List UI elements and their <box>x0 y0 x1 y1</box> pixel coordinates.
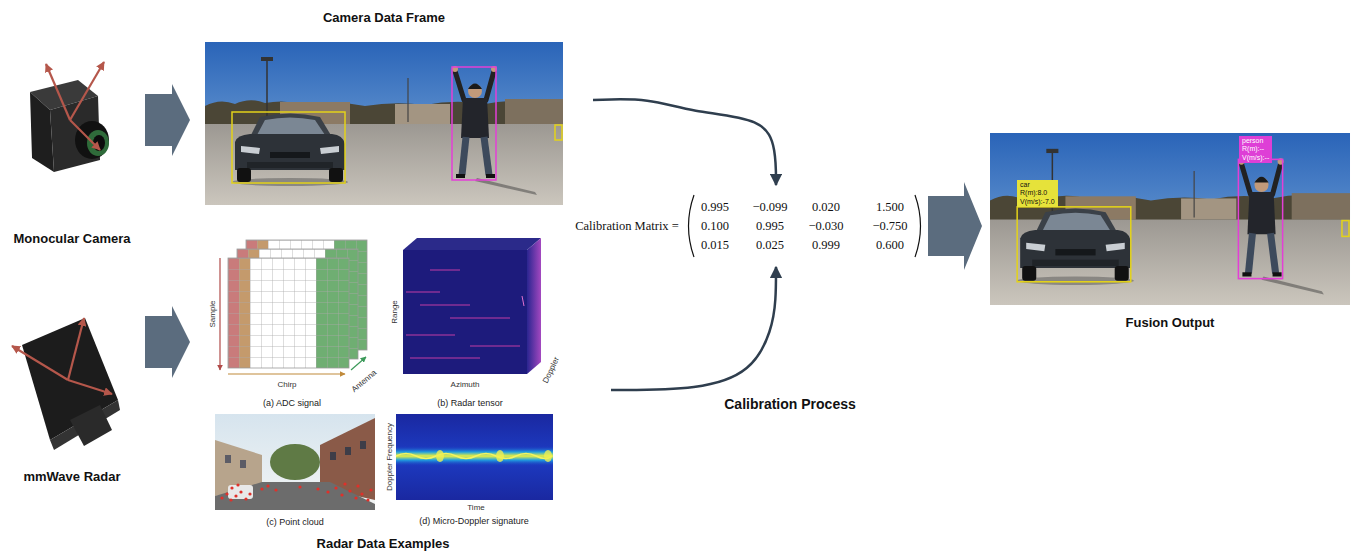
axis-label: Sample <box>208 300 217 327</box>
tensor-illustration <box>403 238 541 374</box>
sensor-name: mmWave Radar <box>23 469 120 484</box>
panel-caption: (d) Micro-Doppler signature <box>419 516 529 526</box>
radar-sensor: mmWave Radar <box>10 290 140 490</box>
flow-arrow <box>611 267 776 390</box>
microdoppler-illustration <box>396 414 553 500</box>
block-arrow <box>145 306 190 378</box>
axis-label: Time <box>467 503 484 512</box>
axis-label: Doppler Frequency <box>385 423 394 491</box>
detection-text: car <box>1020 181 1055 189</box>
block-arrow <box>145 84 190 156</box>
matrix-entry: 0.100 <box>701 219 729 234</box>
adc-illustration <box>220 240 367 374</box>
matrix-entry: 0.999 <box>812 238 840 253</box>
matrix-entry: −0.750 <box>872 219 907 234</box>
detection-text: person <box>1242 137 1269 145</box>
block-arrow <box>928 182 982 270</box>
camera-frame: Camera Data Frame <box>205 5 563 205</box>
matrix-entry: 0.600 <box>876 238 904 253</box>
panel-caption: (a) ADC signal <box>263 398 321 408</box>
axis-label: Antenna <box>350 368 379 394</box>
matrix-entry: 0.025 <box>756 238 784 253</box>
detection-text: V(m/s):-7.0 <box>1020 198 1055 206</box>
matrix-entry: 0.020 <box>812 200 840 215</box>
matrix-entry: −0.030 <box>808 219 843 234</box>
axis-label: Doppler <box>541 355 561 384</box>
detection-text: R(m):-- <box>1242 145 1269 153</box>
matrix-entry: 0.995 <box>756 219 784 234</box>
axis-label: Chirp <box>277 380 296 389</box>
pointcloud-illustration <box>215 414 375 510</box>
panel-title: Fusion Output <box>1126 315 1215 330</box>
matrix-entry: 1.500 <box>876 200 904 215</box>
calibration-matrix: Calibration Matrix = 0.995 −0.099 0.020 1.50… <box>568 190 926 262</box>
panel-title: Camera Data Frame <box>323 10 445 25</box>
fusion-output: Fusion Output carR(m):8.0V(m/s):-7.0 perso… <box>990 128 1352 333</box>
detection-tag: personR(m):--V(m/s):-- <box>1239 136 1272 163</box>
panel-caption: (b) Radar tensor <box>437 398 503 408</box>
detection-text: R(m):8.0 <box>1020 189 1055 197</box>
adc-panel: (a) ADC signal SampleChirp Antenna <box>205 230 380 412</box>
fusion-image <box>990 133 1350 305</box>
matrix-brackets <box>689 195 921 257</box>
axis-label: Azimuth <box>451 380 480 389</box>
camera-icon <box>30 62 109 172</box>
pointcloud-panel: (c) Point cloud <box>205 412 380 534</box>
camera-image <box>205 42 563 205</box>
panel-caption: (c) Point cloud <box>266 517 324 527</box>
matrix-entry: 0.995 <box>701 200 729 215</box>
camera-sensor: Monocular Camera <box>10 50 140 250</box>
detection-text: V(m/s):-- <box>1242 154 1269 162</box>
matrix-label: Calibration Matrix = <box>575 219 679 234</box>
panel-title: Radar Data Examples <box>317 536 450 551</box>
matrix-entry: 0.015 <box>701 238 729 253</box>
axis-label: Range <box>390 300 399 324</box>
process-label: Calibration Process <box>724 396 856 412</box>
sensor-name: Monocular Camera <box>13 231 130 246</box>
microdoppler-panel: (d) Micro-Doppler signature Doppler Frequ… <box>383 412 558 534</box>
radar-data-group: Radar Data Examples (a) ADC signal SampleC… <box>203 228 563 554</box>
matrix-entry: −0.099 <box>752 200 787 215</box>
radar-icon <box>12 318 120 450</box>
detection-tag: carR(m):8.0V(m/s):-7.0 <box>1017 180 1058 207</box>
flow-arrow <box>593 99 776 185</box>
tensor-panel: (b) Radar tensor RangeAzimuth Doppler <box>383 230 558 412</box>
